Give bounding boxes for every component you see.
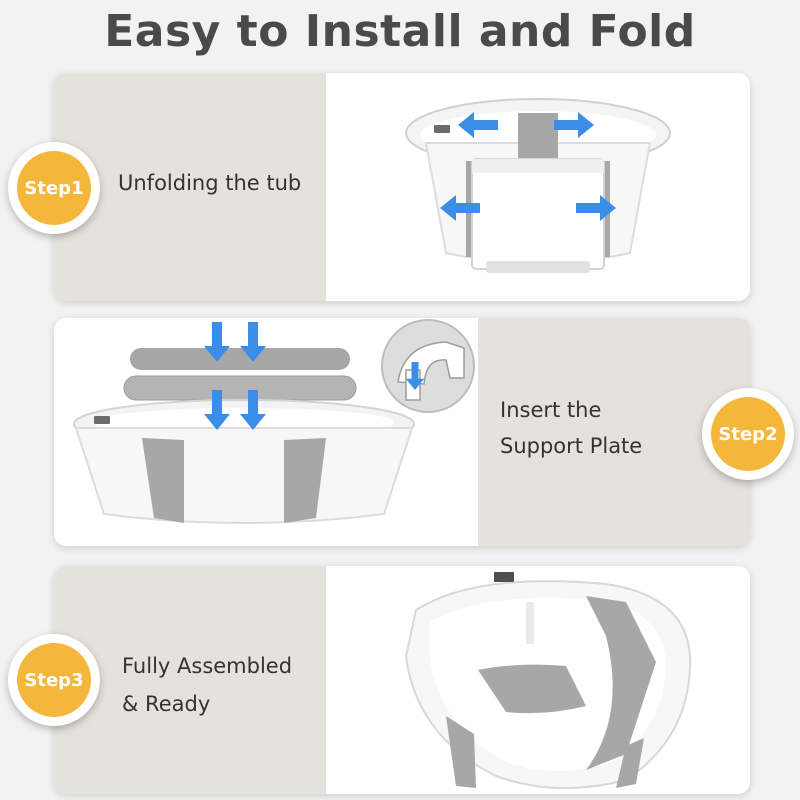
step2-badge-text: Step2 [711,397,785,471]
arrow-down-icon [405,362,425,390]
step3-label-line1: Fully Assembled [122,654,293,678]
assembled-tub-illustration [404,572,692,790]
arrow-right-icon [576,195,616,221]
step3-badge-text: Step3 [17,643,91,717]
page-title: Easy to Install and Fold [104,6,696,57]
step2-badge: Step2 [702,388,794,480]
arrow-left-icon [440,195,480,221]
step3-card: Fully Assembled & Ready [54,566,750,794]
unfolding-tub-illustration [405,98,671,273]
step1-badge: Step1 [8,142,100,234]
arrow-left-icon [458,112,498,138]
arrow-down-icon [240,322,266,362]
step3-badge: Step3 [8,634,100,726]
step3-label-line2: & Ready [122,692,211,716]
arrow-down-icon [204,390,230,430]
step1-badge-text: Step1 [17,151,91,225]
support-plate-illustration [73,319,475,524]
step2-label-line1: Insert the [500,398,602,422]
step2-card: Insert the Support Plate [54,318,750,546]
step1-card: Unfolding the tub [54,73,750,301]
step2-label-line2: Support Plate [500,434,643,458]
arrow-down-icon [240,390,266,430]
arrow-down-icon [204,322,230,362]
step1-label: Unfolding the tub [118,171,302,195]
arrow-right-icon [554,112,594,138]
